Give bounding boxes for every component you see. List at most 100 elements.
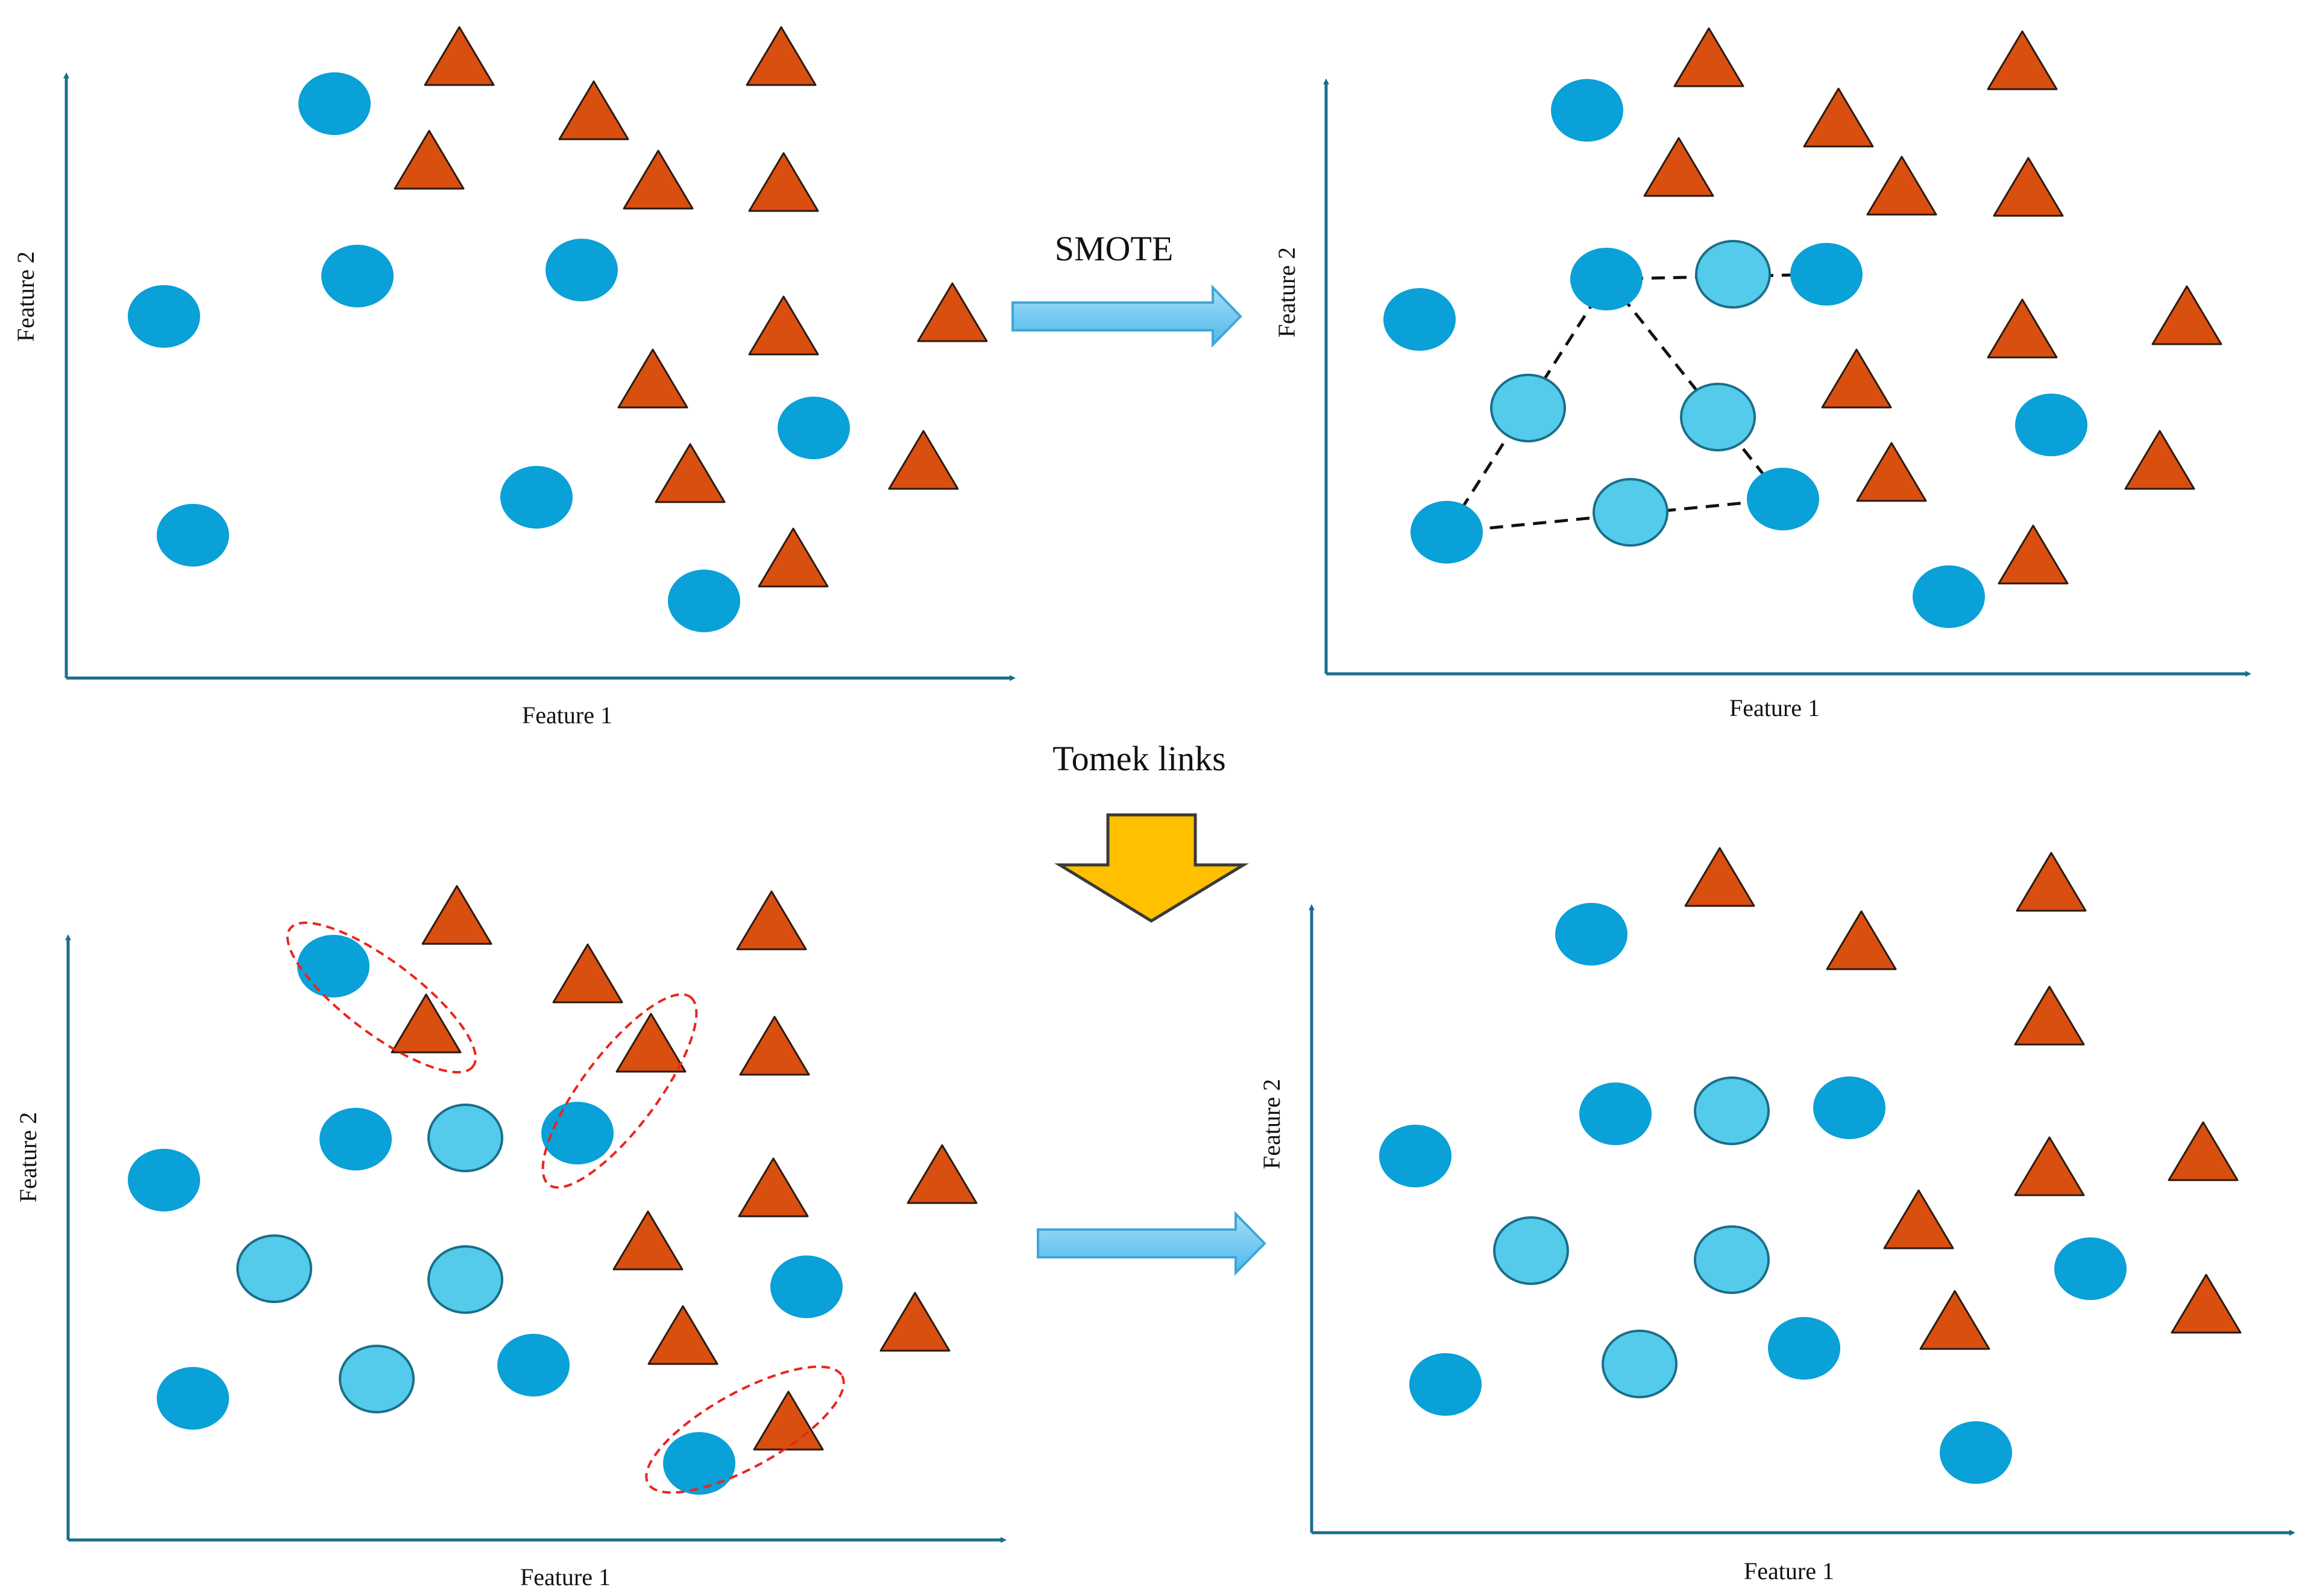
blue-circle-icon bbox=[157, 1367, 229, 1430]
orange-triangle-icon bbox=[612, 1210, 684, 1271]
orange-triangle-icon bbox=[424, 26, 495, 86]
orange-triangle-icon bbox=[615, 1013, 687, 1073]
orange-triangle-icon bbox=[2171, 1274, 2242, 1334]
blue-circle-icon bbox=[1913, 565, 1985, 628]
x-axis-label: Feature 1 bbox=[520, 1563, 611, 1591]
data-points bbox=[1383, 27, 2222, 628]
orange-triangle-icon bbox=[748, 295, 819, 356]
orange-triangle-icon bbox=[1673, 27, 1744, 87]
orange-triangle-icon bbox=[758, 527, 829, 588]
blue-circle-icon bbox=[157, 504, 229, 567]
y-axis-label: Feature 2 bbox=[1273, 247, 1300, 338]
light-blue-circle-icon bbox=[1694, 1076, 1770, 1145]
orange-triangle-icon bbox=[1684, 847, 1755, 907]
light-blue-circle-icon bbox=[236, 1234, 312, 1303]
orange-triangle-icon bbox=[647, 1305, 719, 1365]
blue-circle-icon bbox=[1940, 1421, 2012, 1484]
down-arrow-icon bbox=[1054, 813, 1249, 923]
orange-triangle-icon bbox=[394, 130, 465, 190]
blue-circle-icon bbox=[668, 570, 740, 632]
light-blue-circle-icon bbox=[1694, 1225, 1770, 1294]
blue-circle-icon bbox=[1768, 1317, 1840, 1380]
orange-triangle-icon bbox=[907, 1144, 978, 1204]
light-blue-circle-icon bbox=[1695, 240, 1771, 309]
orange-triangle-icon bbox=[879, 1292, 951, 1352]
y-axis-label: Feature 2 bbox=[1258, 1079, 1285, 1169]
blue-circle-icon bbox=[2015, 394, 2087, 456]
blue-circle-icon bbox=[778, 397, 850, 459]
orange-triangle-icon bbox=[1643, 137, 1714, 197]
orange-triangle-icon bbox=[739, 1016, 810, 1076]
smote-arrow-icon bbox=[1011, 284, 1242, 348]
orange-triangle-icon bbox=[2168, 1121, 2239, 1181]
light-blue-circle-icon bbox=[427, 1245, 503, 1314]
tomek-link-ellipse bbox=[645, 1365, 845, 1494]
x-axis-label: Feature 1 bbox=[522, 702, 612, 729]
interpolation-line bbox=[1607, 278, 1784, 500]
blue-circle-icon bbox=[2054, 1237, 2127, 1300]
blue-circle-icon bbox=[1555, 903, 1627, 966]
orange-triangle-icon bbox=[552, 943, 623, 1004]
orange-triangle-icon bbox=[746, 26, 817, 86]
light-blue-circle-icon bbox=[1493, 1216, 1569, 1285]
blue-circle-icon bbox=[1570, 248, 1643, 310]
orange-triangle-icon bbox=[1993, 157, 2064, 217]
tomek-label: Tomek links bbox=[1052, 739, 1226, 778]
orange-triangle-icon bbox=[2151, 285, 2222, 345]
orange-triangle-icon bbox=[738, 1157, 809, 1217]
orange-triangle-icon bbox=[748, 152, 819, 212]
orange-triangle-icon bbox=[1987, 298, 2058, 359]
x-axis-label: Feature 1 bbox=[1729, 694, 1820, 721]
blue-circle-icon bbox=[1579, 1082, 1652, 1145]
orange-triangle-icon bbox=[2014, 985, 2085, 1046]
y-axis-label: Feature 2 bbox=[14, 1112, 42, 1202]
panel-tomek-detected: Feature 1 Feature 2 bbox=[14, 885, 1007, 1591]
blue-circle-icon bbox=[1379, 1125, 1451, 1187]
panel-after-smote: Feature 1 Feature 2 bbox=[1273, 27, 2251, 721]
orange-triangle-icon bbox=[1826, 910, 1897, 970]
data-points bbox=[128, 26, 988, 632]
blue-circle-icon bbox=[128, 1149, 200, 1211]
orange-triangle-icon bbox=[2016, 852, 2087, 912]
orange-triangle-icon bbox=[1998, 524, 2069, 585]
orange-triangle-icon bbox=[1866, 156, 1937, 216]
orange-triangle-icon bbox=[1919, 1290, 1990, 1350]
interpolation-line bbox=[1446, 497, 1784, 534]
orange-triangle-icon bbox=[1856, 442, 1927, 502]
smote-label: SMOTE bbox=[1055, 229, 1174, 268]
blue-circle-icon bbox=[497, 1334, 570, 1396]
blue-circle-icon bbox=[297, 935, 370, 998]
blue-circle-icon bbox=[1409, 1353, 1482, 1416]
light-blue-circle-icon bbox=[1602, 1330, 1678, 1398]
orange-triangle-icon bbox=[2014, 1136, 2085, 1196]
orange-triangle-icon bbox=[917, 282, 988, 342]
blue-circle-icon bbox=[1790, 243, 1863, 306]
orange-triangle-icon bbox=[1803, 87, 1874, 148]
tomek-step: Tomek links bbox=[1052, 739, 1249, 923]
orange-triangle-icon bbox=[2124, 430, 2195, 490]
smote-step: SMOTE bbox=[1011, 229, 1242, 348]
blue-circle-icon bbox=[1410, 501, 1483, 564]
data-points bbox=[1379, 847, 2242, 1484]
right-arrow-icon bbox=[1037, 1211, 1266, 1276]
tomek-link-ellipse bbox=[541, 993, 698, 1189]
orange-triangle-icon bbox=[1821, 348, 1892, 409]
orange-triangle-icon bbox=[623, 149, 694, 210]
tomek-link-pairs bbox=[286, 922, 845, 1494]
x-axis-label: Feature 1 bbox=[1744, 1557, 1834, 1585]
blue-circle-icon bbox=[770, 1255, 843, 1318]
orange-triangle-icon bbox=[655, 443, 726, 503]
light-blue-circle-icon bbox=[1490, 374, 1566, 442]
orange-triangle-icon bbox=[888, 430, 959, 490]
panel-after-tomek: Feature 1 Feature 2 bbox=[1258, 847, 2295, 1585]
blue-circle-icon bbox=[321, 245, 394, 307]
orange-triangle-icon bbox=[421, 885, 492, 945]
orange-triangle-icon bbox=[1987, 30, 2058, 90]
orange-triangle-icon bbox=[617, 348, 688, 409]
light-blue-circle-icon bbox=[427, 1104, 503, 1172]
blue-circle-icon bbox=[541, 1102, 614, 1164]
blue-circle-icon bbox=[128, 285, 200, 348]
orange-triangle-icon bbox=[1883, 1189, 1954, 1249]
